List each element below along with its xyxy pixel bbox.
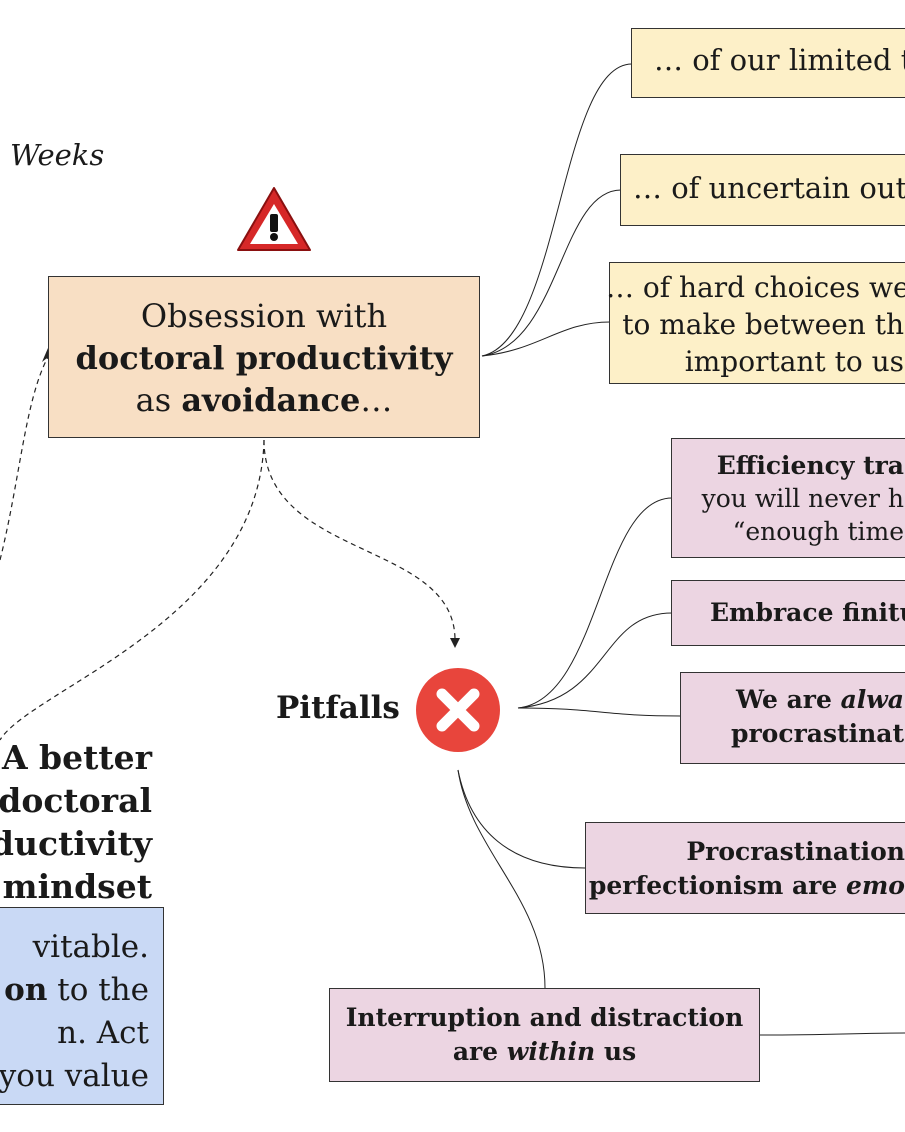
always-line1: We are alwa bbox=[735, 685, 904, 714]
connector-pitfalls-always bbox=[517, 707, 682, 717]
connector-pitfalls-procrastination bbox=[457, 769, 586, 869]
central-obsession-box: Obsession with doctoral productivity as … bbox=[48, 276, 480, 438]
efficiency-line2: you will never h bbox=[701, 484, 904, 513]
connector-central-yellow3 bbox=[481, 321, 611, 357]
yellow-box-hard-choices: … of hard choices we to make between th … bbox=[606, 262, 905, 384]
yellow-box-limited-time: … of our limited ti bbox=[631, 28, 905, 98]
dashed-central-mindset bbox=[0, 439, 265, 741]
pink-box-efficiency: Efficiency tra you will never h “enough … bbox=[671, 438, 905, 558]
efficiency-line1: Efficiency tra bbox=[716, 451, 904, 480]
interruption-line2: are within us bbox=[452, 1037, 637, 1066]
yellow-box-2-text: … of uncertain outc bbox=[633, 171, 905, 205]
blue-line4: you value bbox=[0, 1058, 149, 1094]
central-line1: Obsession with bbox=[140, 297, 388, 335]
connector-interruption-right bbox=[759, 1032, 905, 1036]
central-line2: doctoral productivity bbox=[75, 339, 453, 377]
mindset-line2: doctoral bbox=[0, 781, 152, 820]
pink-box-finitude: Embrace finitu bbox=[671, 580, 905, 646]
central-line3: as avoidance… bbox=[135, 381, 393, 419]
mindset-line4: mindset bbox=[2, 867, 152, 906]
blue-mindset-box: vitable. on to the n. Act you value bbox=[0, 907, 164, 1105]
dashed-left-central bbox=[0, 356, 49, 561]
pink-box-interruption: Interruption and distraction are within … bbox=[329, 988, 760, 1082]
pink-box-always-procrastinating: We are alwa procrastinat bbox=[680, 672, 905, 764]
procrastination-line1: Procrastination bbox=[686, 837, 905, 866]
blue-line3: n. Act bbox=[57, 1015, 149, 1051]
blue-line1: vitable. bbox=[32, 929, 149, 965]
yellow-box-1-text: … of our limited ti bbox=[654, 43, 905, 77]
mindset-line3: ductivity bbox=[0, 824, 152, 863]
connector-pitfalls-efficiency bbox=[517, 497, 673, 709]
pitfalls-label: Pitfalls bbox=[276, 690, 400, 726]
connector-pitfalls-finitude bbox=[517, 612, 673, 709]
interruption-line1: Interruption and distraction bbox=[345, 1003, 744, 1032]
warning-icon bbox=[234, 184, 314, 254]
procrastination-line2: perfectionism are emo bbox=[588, 871, 905, 900]
mindset-line1: A better bbox=[1, 738, 152, 777]
arrowhead-pitfalls bbox=[450, 638, 460, 648]
yellow-box-3-line1: … of hard choices we bbox=[606, 271, 905, 304]
connector-central-yellow1 bbox=[481, 63, 633, 357]
yellow-box-3-line3: important to us bbox=[684, 345, 904, 378]
finitude-text: Embrace finitu bbox=[710, 598, 905, 627]
weeks-label: Weeks bbox=[10, 138, 105, 172]
efficiency-line3: “enough time bbox=[732, 517, 904, 546]
cross-icon bbox=[414, 666, 502, 754]
yellow-box-uncertain-outcomes: … of uncertain outc bbox=[620, 154, 905, 226]
pink-box-procrastination: Procrastination perfectionism are emo bbox=[585, 822, 905, 914]
better-mindset-label: A better doctoral ductivity mindset bbox=[0, 736, 152, 908]
blue-line2: on to the bbox=[4, 972, 149, 1008]
yellow-box-3-line2: to make between th bbox=[622, 308, 904, 341]
always-line2: procrastinat bbox=[731, 719, 904, 748]
dashed-central-pitfalls bbox=[263, 439, 456, 641]
connector-central-yellow2 bbox=[481, 189, 622, 357]
connector-pitfalls-interruption bbox=[457, 769, 546, 989]
